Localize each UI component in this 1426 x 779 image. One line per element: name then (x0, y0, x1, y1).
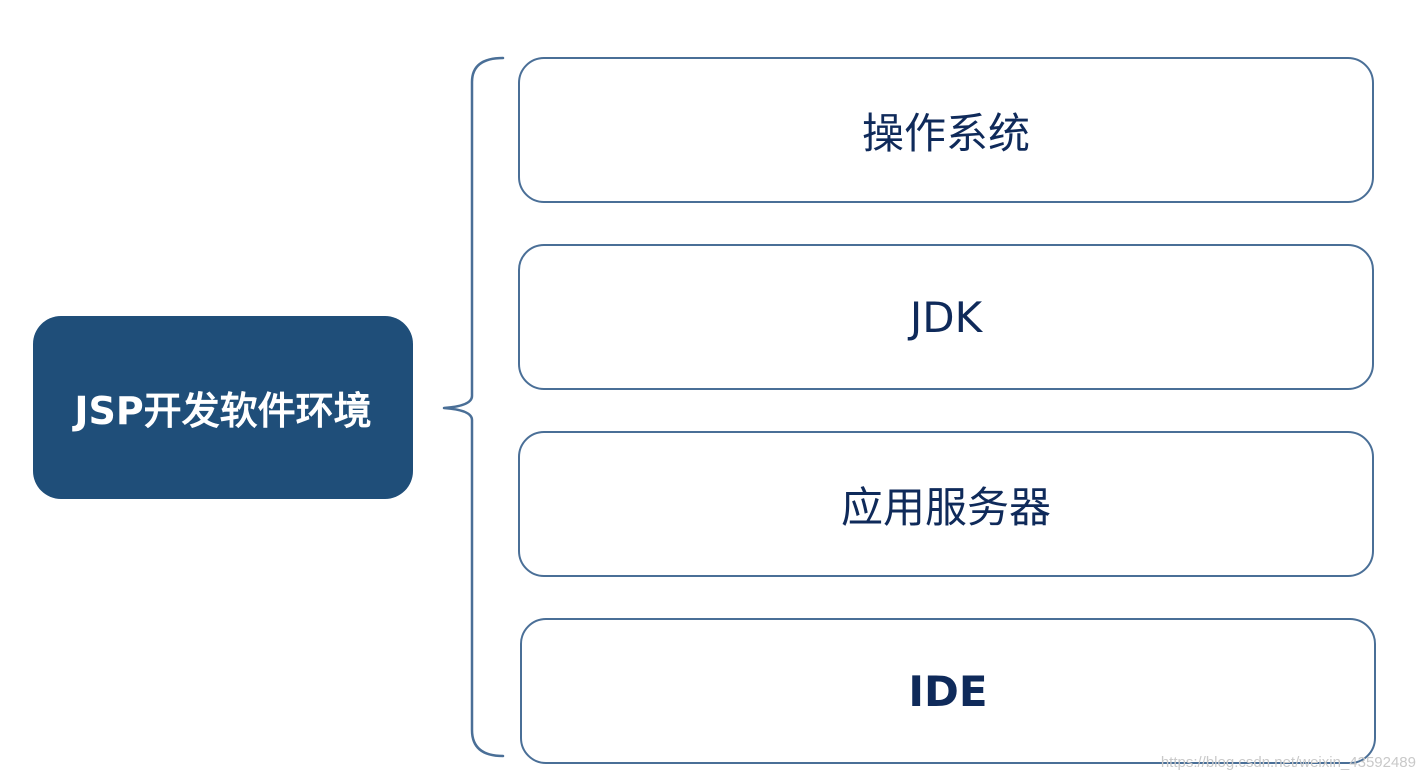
root-node-label: JSP开发软件环境 (74, 389, 372, 433)
child-node-jdk: JDK (518, 244, 1374, 390)
child-node-os-label: 操作系统 (861, 108, 1030, 158)
child-node-ide-label: IDE (908, 666, 988, 716)
child-node-jdk-label: JDK (909, 292, 983, 342)
child-node-app-server-label: 应用服务器 (840, 482, 1051, 532)
child-node-app-server: 应用服务器 (518, 431, 1374, 577)
child-node-os: 操作系统 (518, 57, 1374, 203)
curly-brace-path (442, 56, 505, 758)
child-node-ide: IDE (520, 618, 1376, 764)
root-node: JSP开发软件环境 (33, 316, 413, 499)
watermark-text: https://blog.csdn.net/weixin_43592489 (1160, 754, 1416, 771)
